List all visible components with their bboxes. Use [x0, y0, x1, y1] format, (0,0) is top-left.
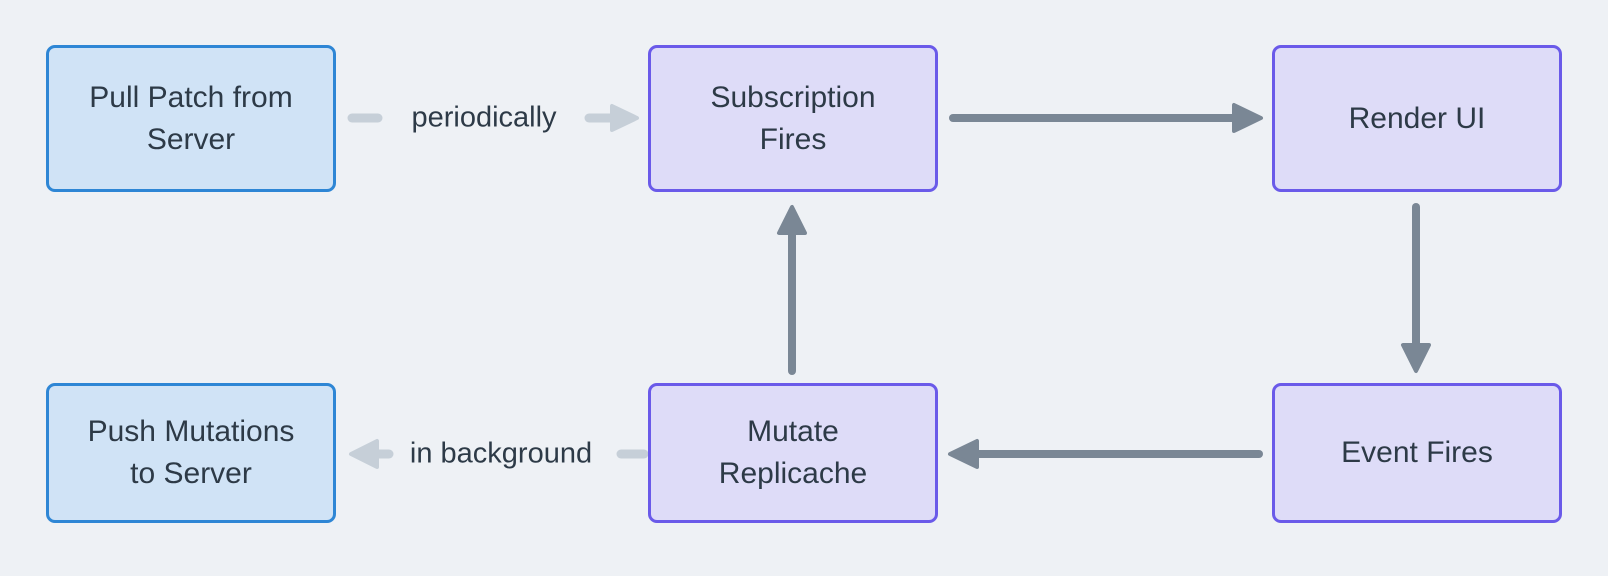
arrow-head	[349, 439, 379, 469]
arrow-head	[1232, 103, 1263, 133]
node-label-line: Event Fires	[1341, 436, 1493, 469]
arrow-head	[777, 205, 807, 235]
arrow-mutate-to-push	[349, 439, 649, 469]
arrow-head	[1401, 343, 1431, 373]
arrow-event-to-mutate	[948, 439, 1263, 469]
node-label: Render UI	[1349, 98, 1486, 140]
arrow-head	[610, 104, 639, 132]
node-label-line: Pull Patch from	[89, 80, 293, 114]
node-label: Pull Patch from Server	[89, 77, 292, 161]
node-label: Mutate Replicache	[719, 411, 867, 495]
node-pull-patch-from-server: Pull Patch from Server	[46, 45, 336, 192]
arrow-mutate-to-subscription	[777, 205, 807, 375]
node-label-line: Subscription	[710, 80, 876, 114]
node-push-mutations-to-server: Push Mutations to Server	[46, 383, 336, 523]
node-label-line: Mutate	[747, 415, 839, 448]
edge-label-in-background: in background	[409, 437, 593, 470]
node-subscription-fires: Subscription Fires	[648, 45, 938, 192]
node-label-line: Render UI	[1348, 101, 1486, 135]
arrow-pull-to-subscription	[347, 104, 639, 132]
node-label-line: Replicache	[718, 457, 868, 490]
arrow-render-to-event	[1401, 203, 1431, 373]
node-label: Subscription Fires	[710, 77, 875, 161]
node-event-fires: Event Fires	[1272, 383, 1562, 523]
arrow-head	[948, 439, 979, 469]
node-label: Event Fires	[1341, 432, 1493, 474]
node-label-line: to Server	[130, 457, 252, 490]
node-render-ui: Render UI	[1272, 45, 1562, 192]
node-label-line: Push Mutations	[87, 415, 295, 448]
node-label-line: Server	[146, 122, 236, 156]
node-mutate-replicache: Mutate Replicache	[648, 383, 938, 523]
arrow-subscription-to-render	[949, 103, 1263, 133]
node-label-line: Fires	[759, 122, 827, 156]
edge-label-periodically: periodically	[411, 101, 557, 134]
node-label: Push Mutations to Server	[88, 411, 295, 495]
